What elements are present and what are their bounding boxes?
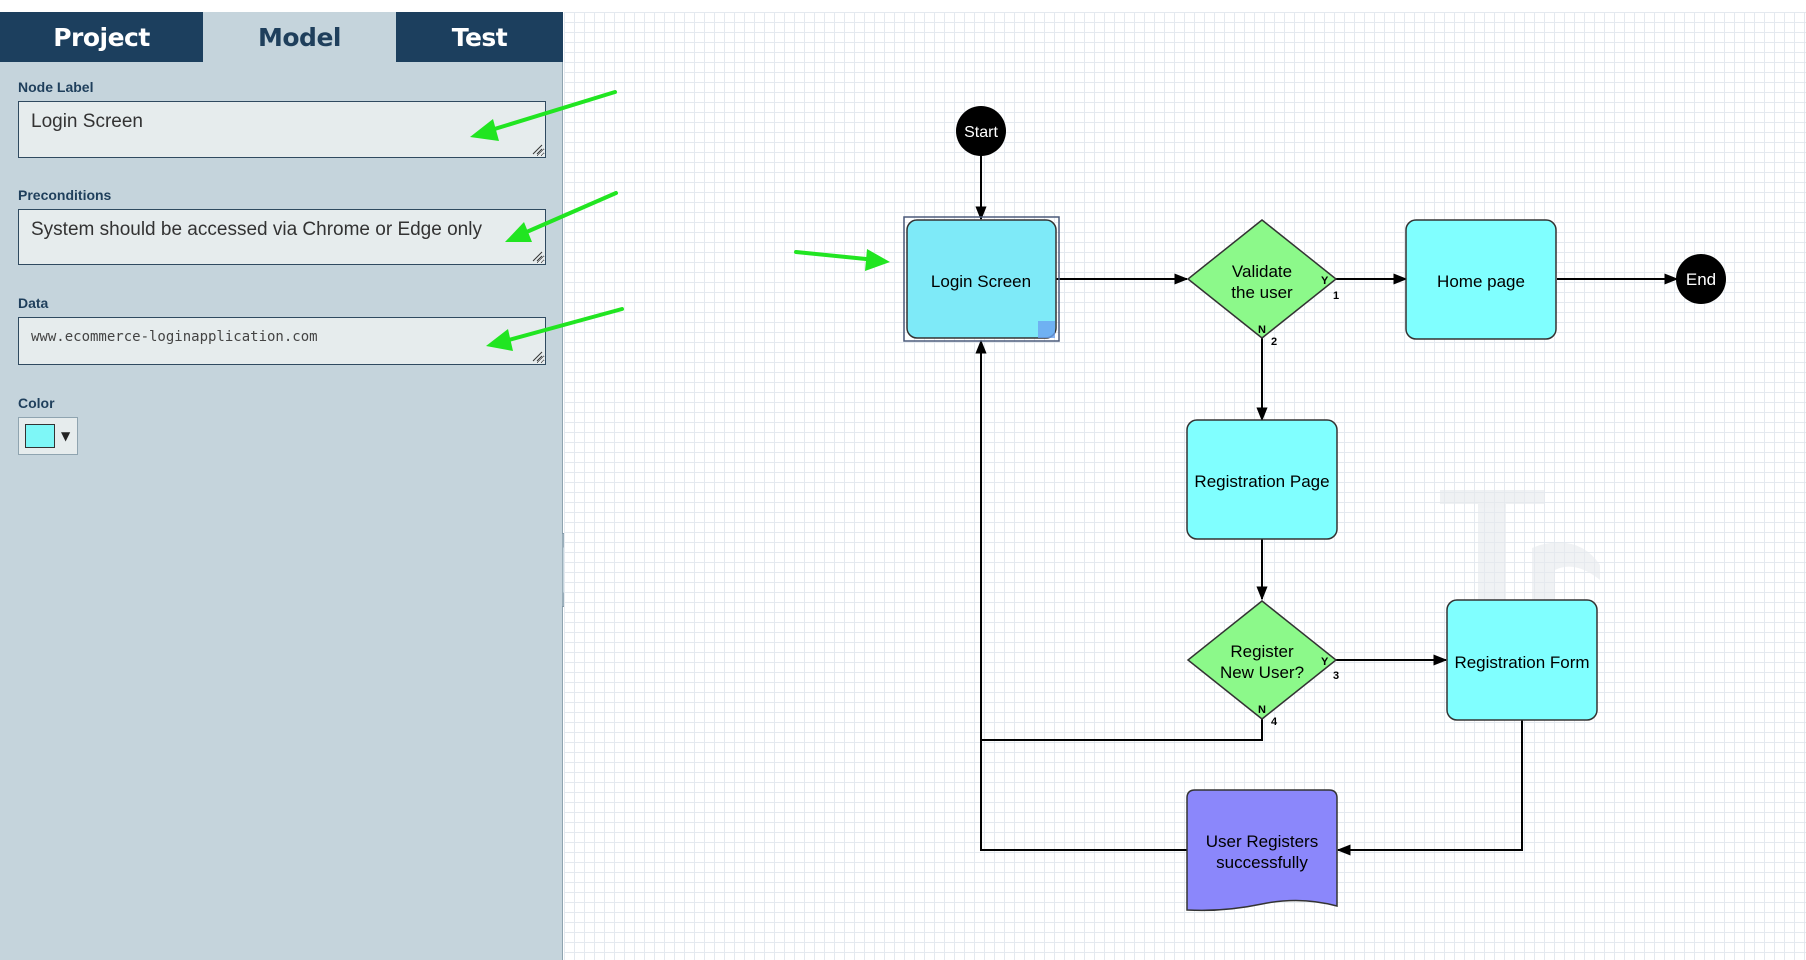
node-label-value: Login Screen (31, 111, 143, 132)
start-node[interactable]: Start (956, 106, 1006, 156)
register-new-user-node[interactable]: Register New User? (1186, 600, 1338, 720)
register-new-user-label-line2: New User? (1220, 663, 1304, 682)
edge-label-register-yes-number: 3 (1333, 670, 1339, 682)
registration-page-node[interactable]: Registration Page (1186, 419, 1338, 540)
validate-user-label-line1: Validate (1232, 262, 1292, 281)
diagram-canvas[interactable] (564, 12, 1806, 960)
login-screen-label: Login Screen (931, 272, 1031, 291)
properties-panel: Project Model Test Node Label Login Scre… (0, 12, 563, 960)
edge-label-validate-no: N (1258, 324, 1266, 336)
flowchart-edges (975, 152, 1679, 856)
edge-label-validate-no-number: 2 (1271, 336, 1277, 348)
annotation-arrows (470, 90, 890, 351)
tab-model[interactable]: Model (203, 12, 396, 62)
edge-label-register-yes: Y (1321, 656, 1329, 668)
edge-label-register-no: N (1258, 704, 1266, 716)
data-field[interactable]: www.ecommerce-loginapplication.com (18, 317, 546, 365)
tab-project[interactable]: Project (0, 12, 203, 62)
validate-user-label-line2: the user (1231, 283, 1293, 302)
end-node-label: End (1686, 270, 1716, 289)
resize-handle[interactable] (1038, 321, 1055, 338)
start-node-label: Start (964, 124, 998, 141)
user-registers-label-line1: User Registers (1206, 832, 1318, 851)
end-node[interactable]: End (1676, 254, 1726, 304)
validate-user-node[interactable]: Validate the user (1186, 219, 1338, 339)
tab-bar: Project Model Test (0, 12, 563, 62)
dropdown-caret-icon: ▼ (61, 429, 71, 443)
data-value: www.ecommerce-loginapplication.com (31, 329, 318, 345)
edge-label-validate-yes: Y (1321, 275, 1329, 287)
data-label: Data (18, 295, 49, 311)
login-screen-node[interactable]: Login Screen (903, 216, 1060, 342)
registration-page-label: Registration Page (1194, 472, 1329, 491)
user-registers-label-line2: successfully (1216, 853, 1308, 872)
register-new-user-label-line1: Register (1230, 642, 1294, 661)
edge-form-user-registers (1336, 720, 1523, 856)
annotation-arrow-icon (470, 90, 617, 141)
annotation-arrow-icon (486, 307, 624, 351)
tab-test[interactable]: Test (396, 12, 563, 62)
registration-form-label: Registration Form (1454, 653, 1589, 672)
preconditions-value: System should be accessed via Chrome or … (31, 219, 482, 240)
edge-label-validate-yes-number: 1 (1333, 290, 1339, 302)
home-page-label: Home page (1437, 272, 1525, 291)
preconditions-field[interactable]: System should be accessed via Chrome or … (18, 209, 546, 265)
color-picker[interactable]: ▼ (18, 417, 78, 455)
edge-label-register-no-number: 4 (1271, 716, 1278, 728)
node-label-field[interactable]: Login Screen (18, 101, 546, 158)
annotation-arrow-icon (794, 249, 890, 271)
color-swatch (25, 424, 55, 448)
home-page-node[interactable]: Home page (1405, 219, 1557, 340)
color-label: Color (18, 395, 55, 411)
node-label-label: Node Label (18, 79, 94, 95)
preconditions-label: Preconditions (18, 187, 112, 203)
registration-form-node[interactable]: Registration Form (1446, 599, 1598, 721)
annotation-arrow-icon (505, 191, 618, 242)
edge-user-registers-login (980, 740, 1187, 851)
user-registers-node[interactable]: User Registers successfully (1186, 789, 1338, 912)
edge-register-login (975, 339, 1263, 741)
